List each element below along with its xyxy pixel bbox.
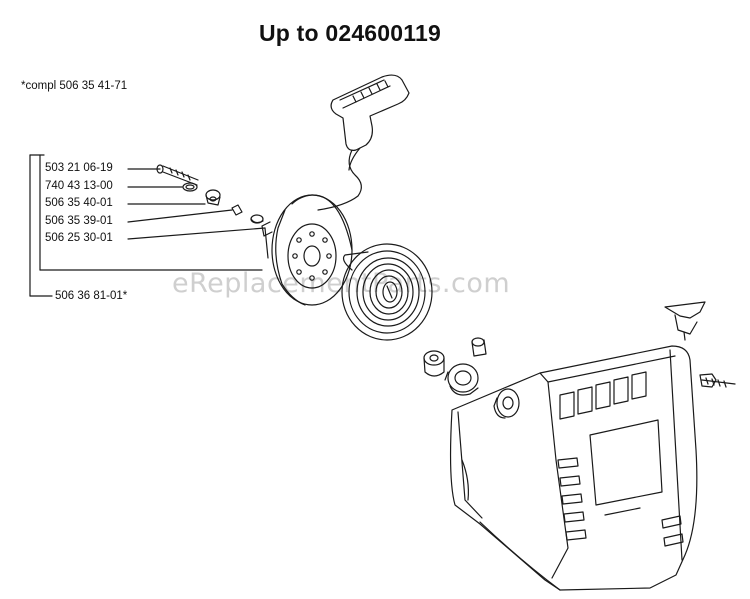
- recoil-spring-part: [341, 243, 433, 341]
- starter-cover: [449, 345, 698, 591]
- pin-part: [471, 337, 487, 357]
- ring-part: [493, 388, 520, 419]
- diagram-title: Up to 024600119: [258, 20, 441, 46]
- part-label-bolt[interactable]: 503 21 06-19: [45, 162, 113, 174]
- cover-screw-part: [699, 373, 736, 388]
- starter-handle: [330, 74, 410, 171]
- part-label-washer[interactable]: 740 43 13-00: [45, 180, 113, 192]
- bolt-part: [156, 164, 199, 186]
- part-label-spring-clip[interactable]: 506 35 39-01: [45, 215, 113, 227]
- spool-part: [444, 363, 479, 396]
- spring-clip-part: [250, 214, 264, 224]
- pulley-part: [261, 194, 353, 306]
- nut-part: [231, 204, 243, 216]
- part-label-bushing[interactable]: 506 35 40-01: [45, 197, 113, 209]
- bushing-part: [205, 189, 221, 206]
- part-label-starter-assembly[interactable]: 506 36 81-01*: [55, 290, 128, 302]
- watermark: eReplacementParts.com: [172, 268, 511, 299]
- part-label-pulley[interactable]: 506 25 30-01: [45, 232, 113, 244]
- hub-part: [423, 350, 445, 377]
- intake-knob-part: [664, 301, 706, 341]
- leader-lines: [127, 168, 269, 259]
- starter-rope: [317, 149, 362, 211]
- washer-part: [182, 182, 198, 192]
- label-bracket-lines: [29, 154, 263, 297]
- assembly-note: *compl 506 35 41-71: [21, 80, 128, 92]
